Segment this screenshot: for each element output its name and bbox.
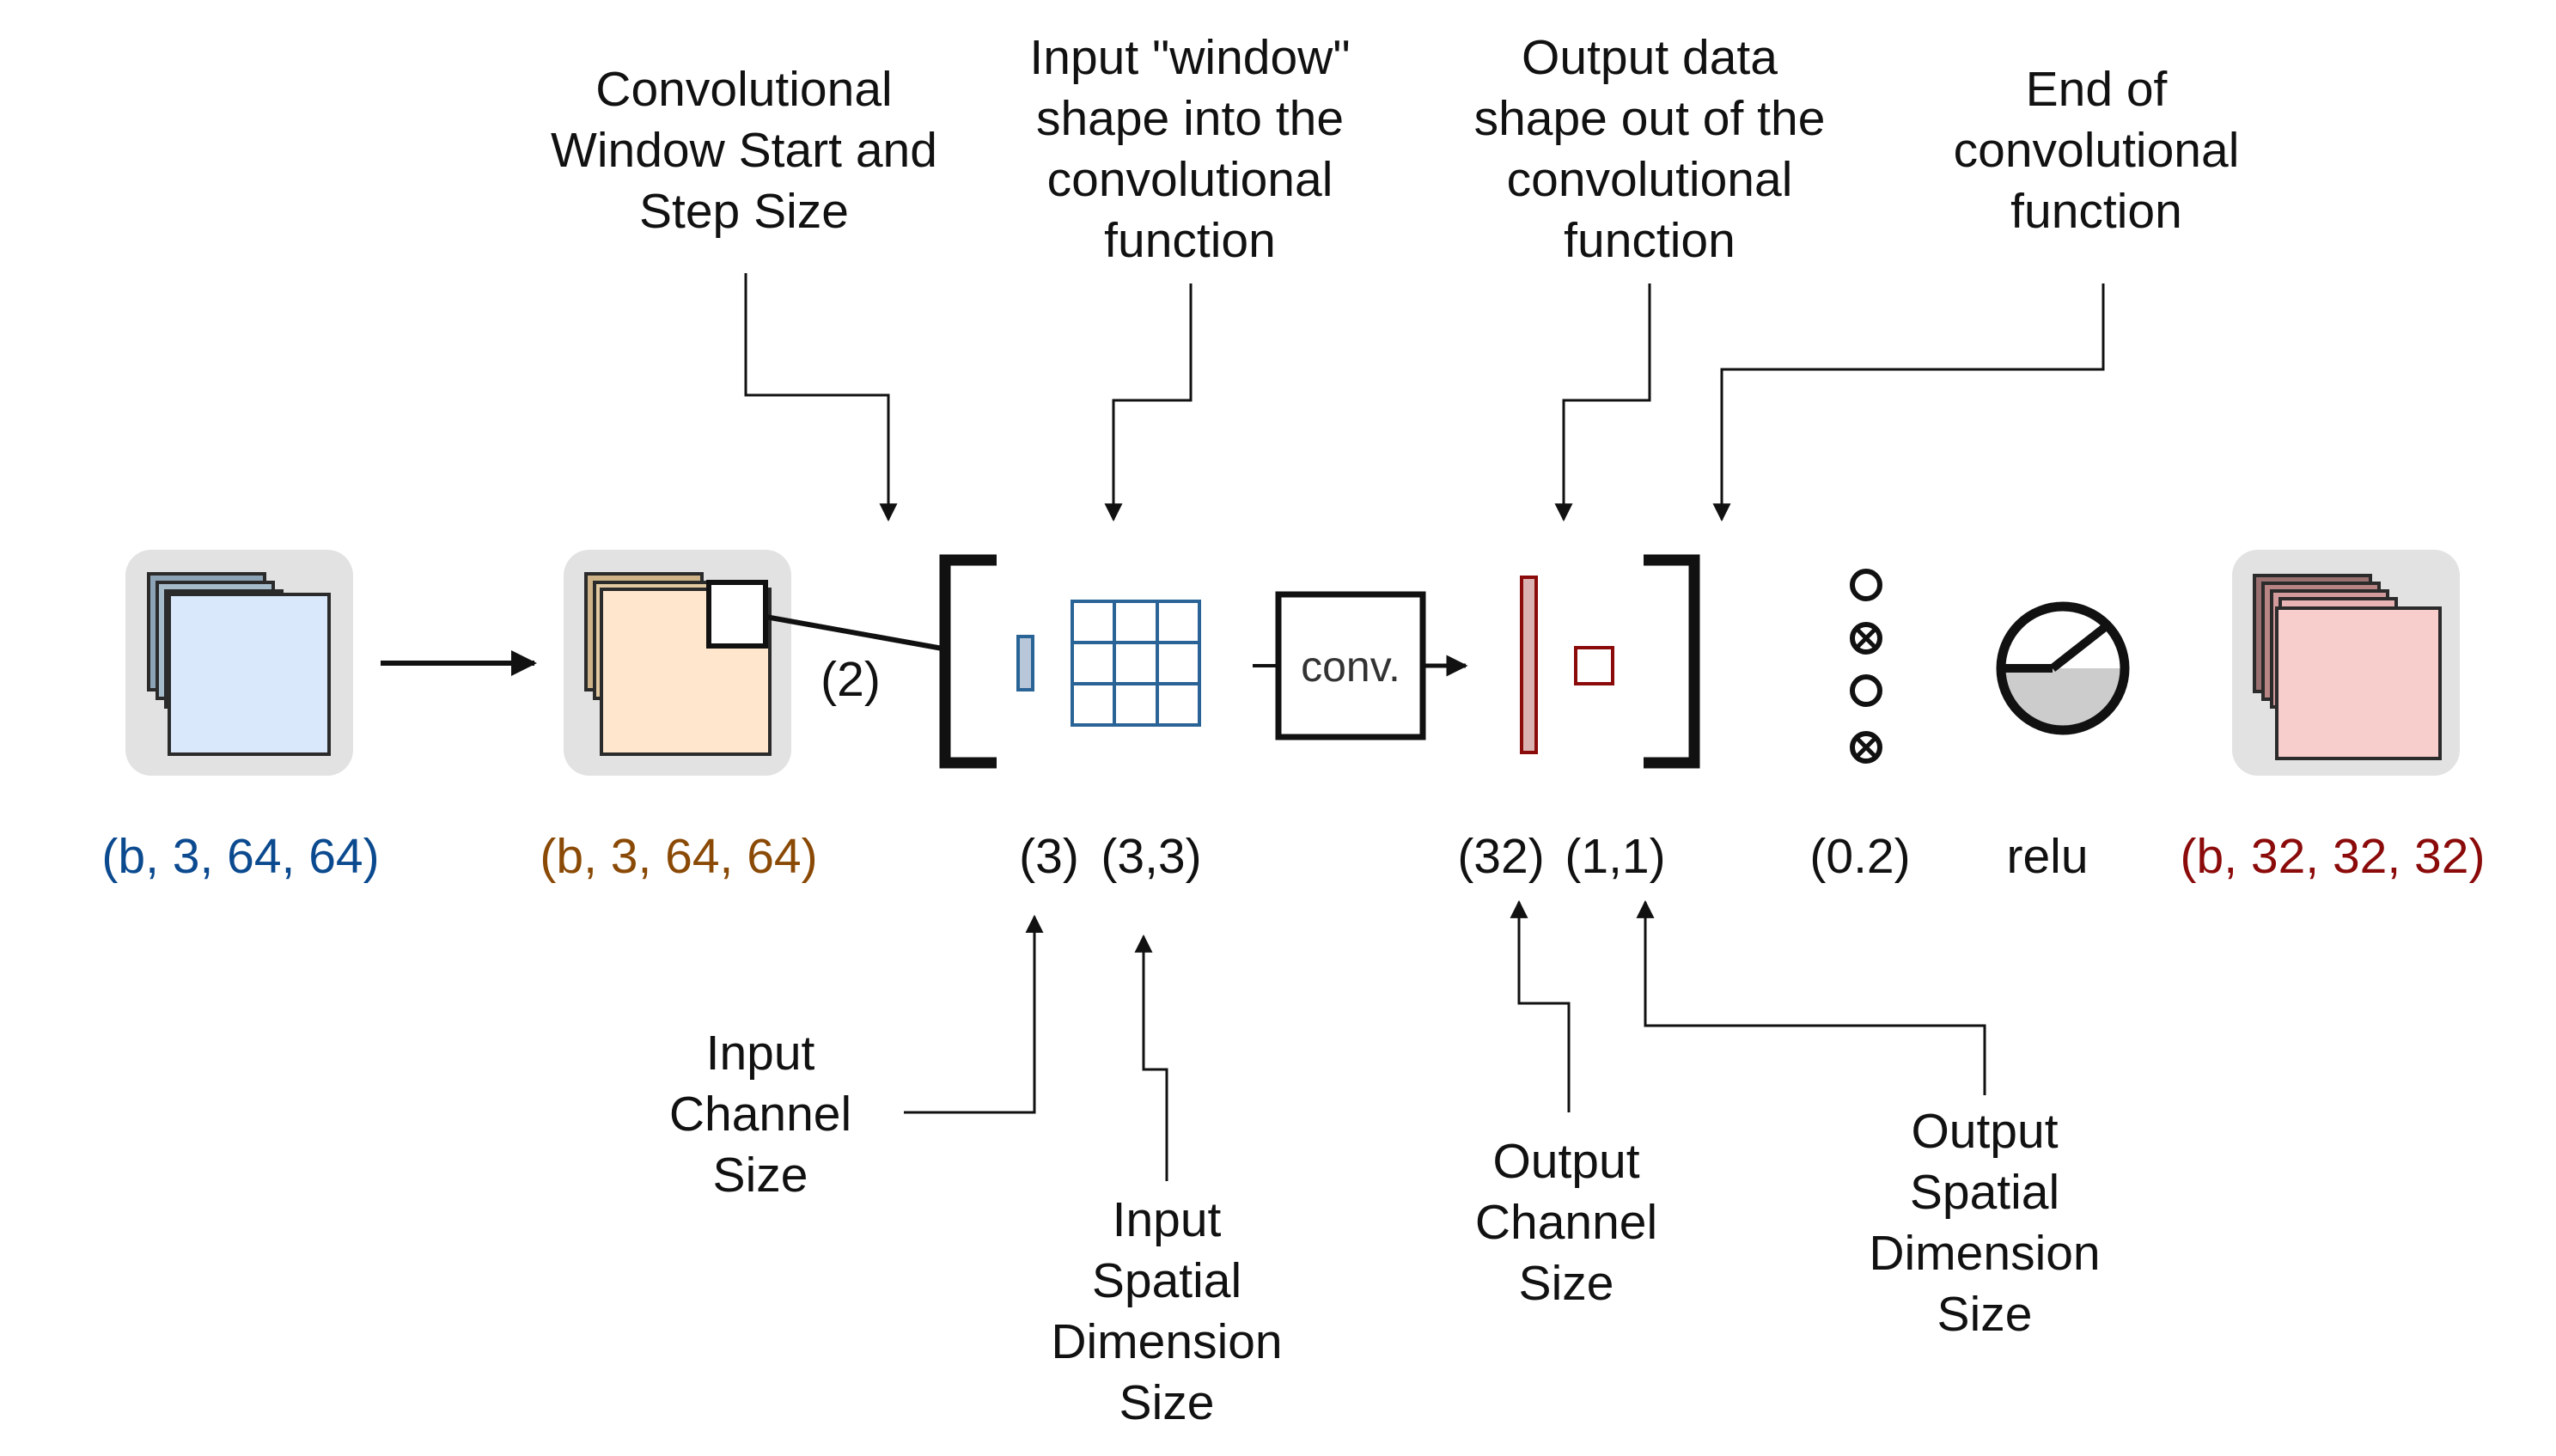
annotation-output-data-line-3: convolutional bbox=[1507, 152, 1793, 207]
annotation-output-data-shape: Output data shape out of the convolution… bbox=[1474, 30, 1826, 522]
dropout-label: (0.2) bbox=[1809, 829, 1910, 884]
input-spatial-arrow bbox=[1134, 934, 1168, 1181]
annotation-output-spatial-line-1: Output bbox=[1911, 1104, 2058, 1159]
conv-box-icon: conv. bbox=[1253, 591, 1468, 740]
annotation-input-window-line-4: function bbox=[1104, 213, 1276, 268]
input-channel-arrow bbox=[904, 914, 1044, 1114]
annotation-window-start: Convolutional Window Start and Step Size bbox=[551, 62, 937, 522]
annotation-input-spatial-line-2: Spatial bbox=[1092, 1253, 1241, 1308]
kernel-size-label: (3,3) bbox=[1101, 829, 1201, 884]
end-of-conv-arrow bbox=[1712, 283, 2105, 522]
annotation-input-window-line-2: shape into the bbox=[1036, 91, 1344, 146]
annotation-output-spatial-line-2: Spatial bbox=[1910, 1165, 2059, 1220]
dropout-icon bbox=[1850, 569, 1882, 764]
window-tensor-icon bbox=[564, 550, 943, 776]
annotation-end-of-conv-line-2: convolutional bbox=[1954, 123, 2240, 178]
annotation-output-spatial-line-3: Dimension bbox=[1869, 1226, 2100, 1281]
annotation-input-spatial-line-3: Dimension bbox=[1051, 1314, 1282, 1369]
input-window-arrow bbox=[1104, 283, 1193, 522]
annotation-output-data-line-2: shape out of the bbox=[1474, 91, 1826, 146]
left-bracket bbox=[939, 554, 997, 769]
annotation-input-channel-line-2: Channel bbox=[669, 1087, 851, 1142]
output-tensor-icon bbox=[2232, 550, 2460, 776]
annotation-output-data-line-4: function bbox=[1564, 213, 1736, 268]
annotation-output-channel-line-2: Channel bbox=[1475, 1195, 1657, 1250]
annotation-end-of-conv: End of convolutional function bbox=[1712, 62, 2240, 522]
right-bracket bbox=[1644, 554, 1700, 769]
activation-label: relu bbox=[2006, 829, 2088, 884]
annotation-input-channel-line-1: Input bbox=[706, 1026, 815, 1081]
conv-window-square bbox=[706, 580, 768, 649]
out-channels-label: (32) bbox=[1457, 829, 1544, 884]
input-channel-bar bbox=[1016, 635, 1034, 691]
window-shape-label: (b, 3, 64, 64) bbox=[540, 829, 817, 884]
output-data-arrow bbox=[1554, 283, 1651, 522]
annotation-input-window-shape: Input "window" shape into the convolutio… bbox=[1029, 30, 1351, 522]
annotation-output-channel-line-1: Output bbox=[1492, 1134, 1639, 1189]
annotation-window-start-line-2: Window Start and bbox=[551, 123, 937, 178]
output-spatial-arrow bbox=[1636, 899, 1986, 1095]
output-channel-bar bbox=[1520, 576, 1538, 754]
in-channels-label: (3) bbox=[1019, 829, 1079, 884]
input-tensor-icon bbox=[125, 550, 353, 776]
annotation-input-window-line-1: Input "window" bbox=[1029, 30, 1350, 85]
annotation-window-start-line-3: Step Size bbox=[639, 184, 849, 239]
annotation-input-channel-line-3: Size bbox=[713, 1148, 808, 1203]
conv-box-label: conv. bbox=[1301, 643, 1400, 691]
relu-gauge-icon bbox=[1996, 601, 2130, 735]
annotation-input-spatial-line-4: Size bbox=[1119, 1375, 1215, 1430]
kernel-grid-icon bbox=[1071, 600, 1201, 727]
output-channel-arrow bbox=[1510, 899, 1571, 1112]
annotation-output-spatial-size: Output Spatial Dimension Size bbox=[1636, 899, 2101, 1342]
input-shape-label: (b, 3, 64, 64) bbox=[101, 829, 379, 884]
annotation-output-channel-line-3: Size bbox=[1519, 1256, 1614, 1311]
annotation-output-data-line-1: Output data bbox=[1522, 30, 1778, 85]
output-shape-label: (b, 32, 32, 32) bbox=[2181, 829, 2486, 884]
window-start-arrow bbox=[744, 273, 898, 522]
annotation-input-spatial-size: Input Spatial Dimension Size bbox=[1051, 934, 1283, 1430]
annotation-input-channel-size: Input Channel Size bbox=[669, 914, 1044, 1203]
out-spatial-label: (1,1) bbox=[1565, 829, 1665, 884]
annotation-input-spatial-line-1: Input bbox=[1113, 1192, 1222, 1247]
annotation-window-start-line-1: Convolutional bbox=[595, 62, 892, 117]
annotation-input-window-line-3: convolutional bbox=[1047, 152, 1333, 207]
annotation-end-of-conv-line-3: function bbox=[2010, 184, 2182, 239]
output-spatial-square bbox=[1574, 646, 1614, 685]
annotation-end-of-conv-line-1: End of bbox=[2026, 62, 2168, 117]
annotation-output-spatial-line-4: Size bbox=[1937, 1287, 2033, 1342]
annotation-output-channel-size: Output Channel Size bbox=[1475, 899, 1657, 1311]
step-size-label: (2) bbox=[820, 652, 881, 707]
